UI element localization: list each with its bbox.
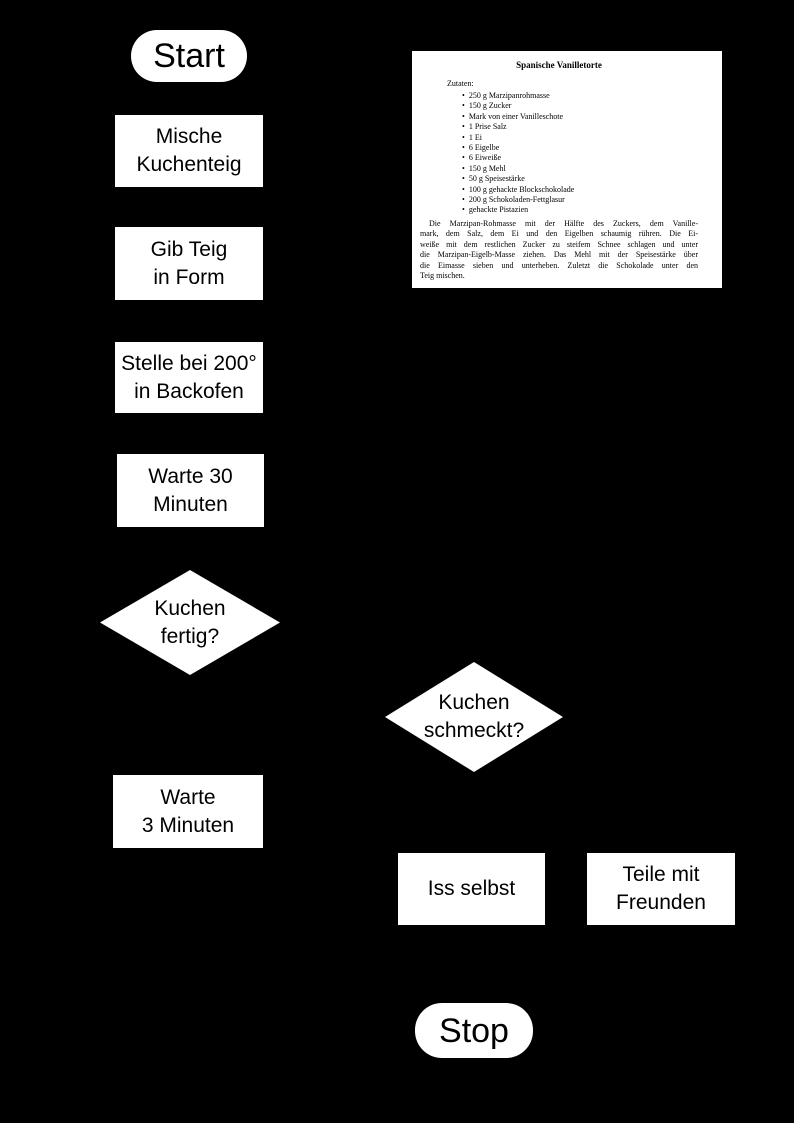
- ingredient-item: 250 g Marzipanrohmasse: [462, 91, 698, 101]
- ingredients-list: 250 g Marzipanrohmasse 150 g Zucker Mark…: [462, 91, 698, 216]
- process-mische-kuchenteig: Mische Kuchenteig: [115, 115, 263, 187]
- process-iss-selbst: Iss selbst: [398, 853, 545, 925]
- instruction-line: mark, dem Salz, dem Ei und den Eigelben …: [420, 229, 698, 239]
- process-warte-30-minuten: Warte 30 Minuten: [117, 454, 264, 527]
- recipe-title: Spanische Vanilletorte: [516, 60, 602, 70]
- process-teile-mit-freunden: Teile mit Freunden: [587, 853, 735, 925]
- ingredient-item: 200 g Schokoladen-Fettglasur: [462, 195, 698, 205]
- ingredients-heading: Zutaten:: [447, 79, 474, 88]
- ingredient-item: 100 g gehackte Blockschokolade: [462, 185, 698, 195]
- instruction-line: weiße mit dem restlichen Zucker zu steif…: [420, 239, 698, 249]
- instruction-line: die Eimasse sieben und unterheben. Zulet…: [420, 260, 698, 270]
- stop-node: Stop: [415, 1003, 533, 1058]
- instruction-line: die Marzipan-Eigelb-Masse ziehen. Das Me…: [420, 250, 698, 260]
- process-stelle-in-backofen: Stelle bei 200° in Backofen: [115, 342, 263, 413]
- decision-kuchen-fertig: Kuchen fertig?: [100, 570, 280, 675]
- decision-kuchen-schmeckt: Kuchen schmeckt?: [385, 662, 563, 772]
- start-node: Start: [131, 30, 247, 82]
- instruction-line: Die Marzipan-Rohmasse mit der Hälfte des…: [429, 218, 698, 228]
- ingredient-item: 150 g Mehl: [462, 164, 698, 174]
- ingredient-item: 1 Prise Salz: [462, 122, 698, 132]
- recipe-instructions: Die Marzipan-Rohmasse mit der Hälfte des…: [420, 219, 698, 281]
- ingredient-item: 6 Eigelbe: [462, 143, 698, 153]
- ingredient-item: 1 Ei: [462, 133, 698, 143]
- process-gib-teig-in-form: Gib Teig in Form: [115, 227, 263, 300]
- ingredient-item: 6 Eiweiße: [462, 153, 698, 163]
- ingredient-item: 150 g Zucker: [462, 101, 698, 111]
- instruction-line: Teig mischen.: [420, 270, 465, 280]
- ingredient-item: Mark von einer Vanilleschote: [462, 112, 698, 122]
- ingredient-item: gehackte Pistazien: [462, 205, 698, 215]
- recipe-card: Spanische Vanilletorte Zutaten: 250 g Ma…: [412, 51, 722, 288]
- ingredient-item: 50 g Speisestärke: [462, 174, 698, 184]
- process-warte-3-minuten: Warte 3 Minuten: [113, 775, 263, 848]
